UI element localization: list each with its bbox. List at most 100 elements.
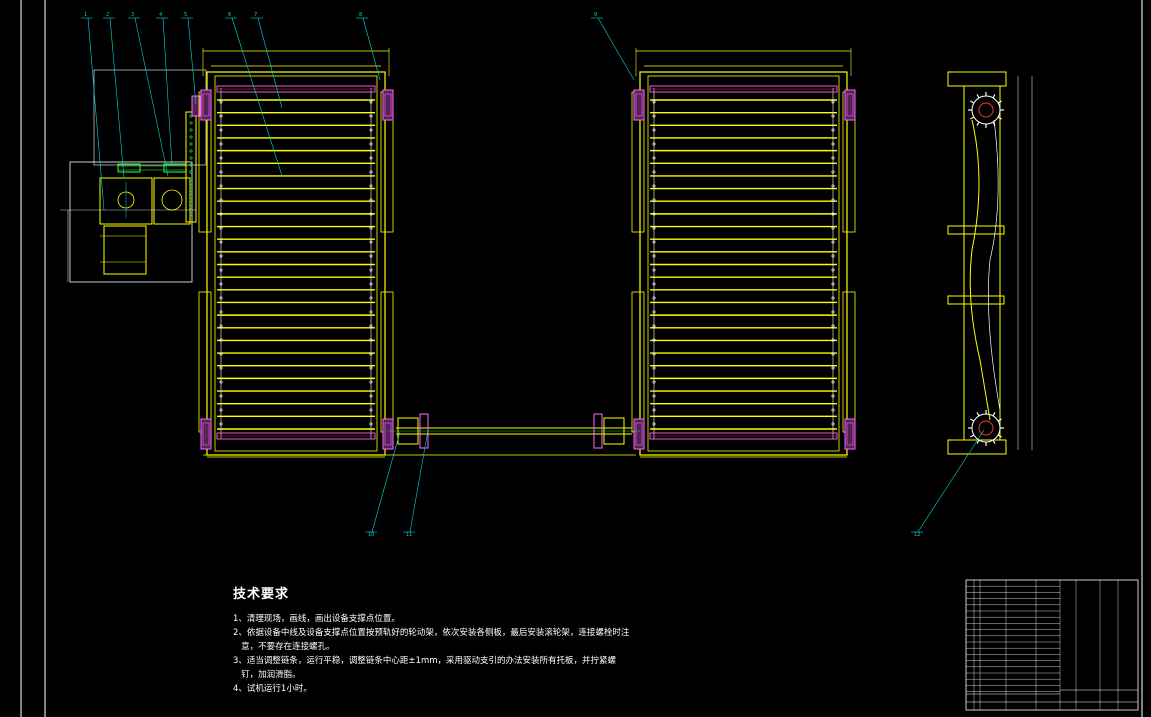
chain-link <box>369 422 373 426</box>
chain-link <box>652 254 656 258</box>
note-item: 3、适当调整链条，运行平稳，调整链条中心距±1mm，采用驱动支引的办法安装所有托… <box>233 656 617 666</box>
gearbox <box>99 177 153 225</box>
sprocket-tooth <box>976 121 980 126</box>
chain-link <box>831 226 835 230</box>
chain-link <box>219 296 223 300</box>
sprocket-tooth <box>997 100 1002 104</box>
leader-line <box>162 17 173 167</box>
sprocket-tooth <box>970 418 975 422</box>
chain-link <box>189 177 193 181</box>
chain-link <box>652 226 656 230</box>
bearing-block <box>633 89 645 121</box>
chain-link <box>369 268 373 272</box>
chain-link <box>219 366 223 370</box>
chain-link <box>369 310 373 314</box>
chain-link <box>189 121 193 125</box>
balloon-number: 5 <box>184 12 187 18</box>
conveyor-inner-frame <box>214 75 378 452</box>
chain-link <box>831 352 835 356</box>
sprocket-tooth <box>992 439 996 444</box>
note-item: 2、依据设备中线及设备支撑点位置按预轨好的轮动架，依次安装各侧板，最后安装滚轮架… <box>233 628 630 638</box>
chain-link <box>219 156 223 160</box>
chain-link <box>831 254 835 258</box>
sprocket-tooth <box>992 412 996 417</box>
chain-link <box>369 212 373 216</box>
chain-link <box>831 212 835 216</box>
chain-link <box>219 352 223 356</box>
chain-link <box>189 128 193 132</box>
chain-link <box>369 282 373 286</box>
bearing-block <box>382 418 394 450</box>
balloon-number: 6 <box>228 12 231 18</box>
chain-link <box>189 205 193 209</box>
chain-link <box>831 296 835 300</box>
chain-link <box>219 240 223 244</box>
chain-link <box>652 380 656 384</box>
chain-link <box>369 156 373 160</box>
chain-link <box>652 394 656 398</box>
balloon-number: 2 <box>106 12 109 18</box>
balloon-number: 12 <box>914 532 920 538</box>
chain-link <box>219 226 223 230</box>
chain-link <box>369 324 373 328</box>
chain-link <box>652 352 656 356</box>
balloon-number: 10 <box>368 532 374 538</box>
chain-link <box>831 380 835 384</box>
sprocket-hub <box>978 102 994 118</box>
chain-link <box>189 212 193 216</box>
sprocket-top <box>117 163 141 173</box>
chain-link <box>831 338 835 342</box>
chain-link <box>219 408 223 412</box>
sprocket-tooth <box>970 116 975 120</box>
balloon-number: 4 <box>159 12 162 18</box>
leader-line <box>134 17 169 177</box>
leader-line <box>362 17 381 81</box>
chain-link <box>831 324 835 328</box>
bearing-block <box>382 89 394 121</box>
bearing-block <box>844 89 856 121</box>
leader-line <box>109 17 125 179</box>
chain-link <box>652 268 656 272</box>
chain-link <box>369 366 373 370</box>
chain-link <box>831 240 835 244</box>
chain-link <box>652 142 656 146</box>
sprocket-tooth <box>976 439 980 444</box>
sprocket-tooth <box>976 94 980 99</box>
chain-link <box>652 240 656 244</box>
chain-link <box>831 408 835 412</box>
bearing-block <box>200 89 212 121</box>
side-support <box>947 295 1005 305</box>
sprocket-tooth <box>997 434 1002 438</box>
chain-link <box>652 114 656 118</box>
chain-link <box>369 240 373 244</box>
chain-link <box>369 184 373 188</box>
chain-link <box>369 114 373 118</box>
chain-link <box>219 184 223 188</box>
sprocket-tooth <box>997 116 1002 120</box>
chain-link <box>189 149 193 153</box>
leader-line <box>409 429 429 533</box>
chain-link <box>652 198 656 202</box>
chain-link <box>831 142 835 146</box>
drive-unit <box>60 69 207 283</box>
bearing-block <box>633 418 645 450</box>
title-block-border <box>965 579 1139 711</box>
drive-chain-guard <box>185 111 197 223</box>
bearing-block <box>191 95 201 117</box>
chain-link <box>652 100 656 104</box>
chain-link <box>831 170 835 174</box>
note-item: 4、试机运行1小时。 <box>233 684 312 694</box>
chain-link <box>652 170 656 174</box>
chain-link <box>219 170 223 174</box>
chain-link <box>219 114 223 118</box>
chain-link <box>369 226 373 230</box>
chain-link <box>652 156 656 160</box>
note-item: 1、清理现场，画线，画出设备支撑点位置。 <box>233 614 400 624</box>
chain-link <box>652 338 656 342</box>
chain-link <box>831 198 835 202</box>
sprocket-hub <box>978 420 994 436</box>
chain-link <box>652 184 656 188</box>
chain-link <box>369 142 373 146</box>
chain-link <box>219 268 223 272</box>
chain-link <box>652 324 656 328</box>
